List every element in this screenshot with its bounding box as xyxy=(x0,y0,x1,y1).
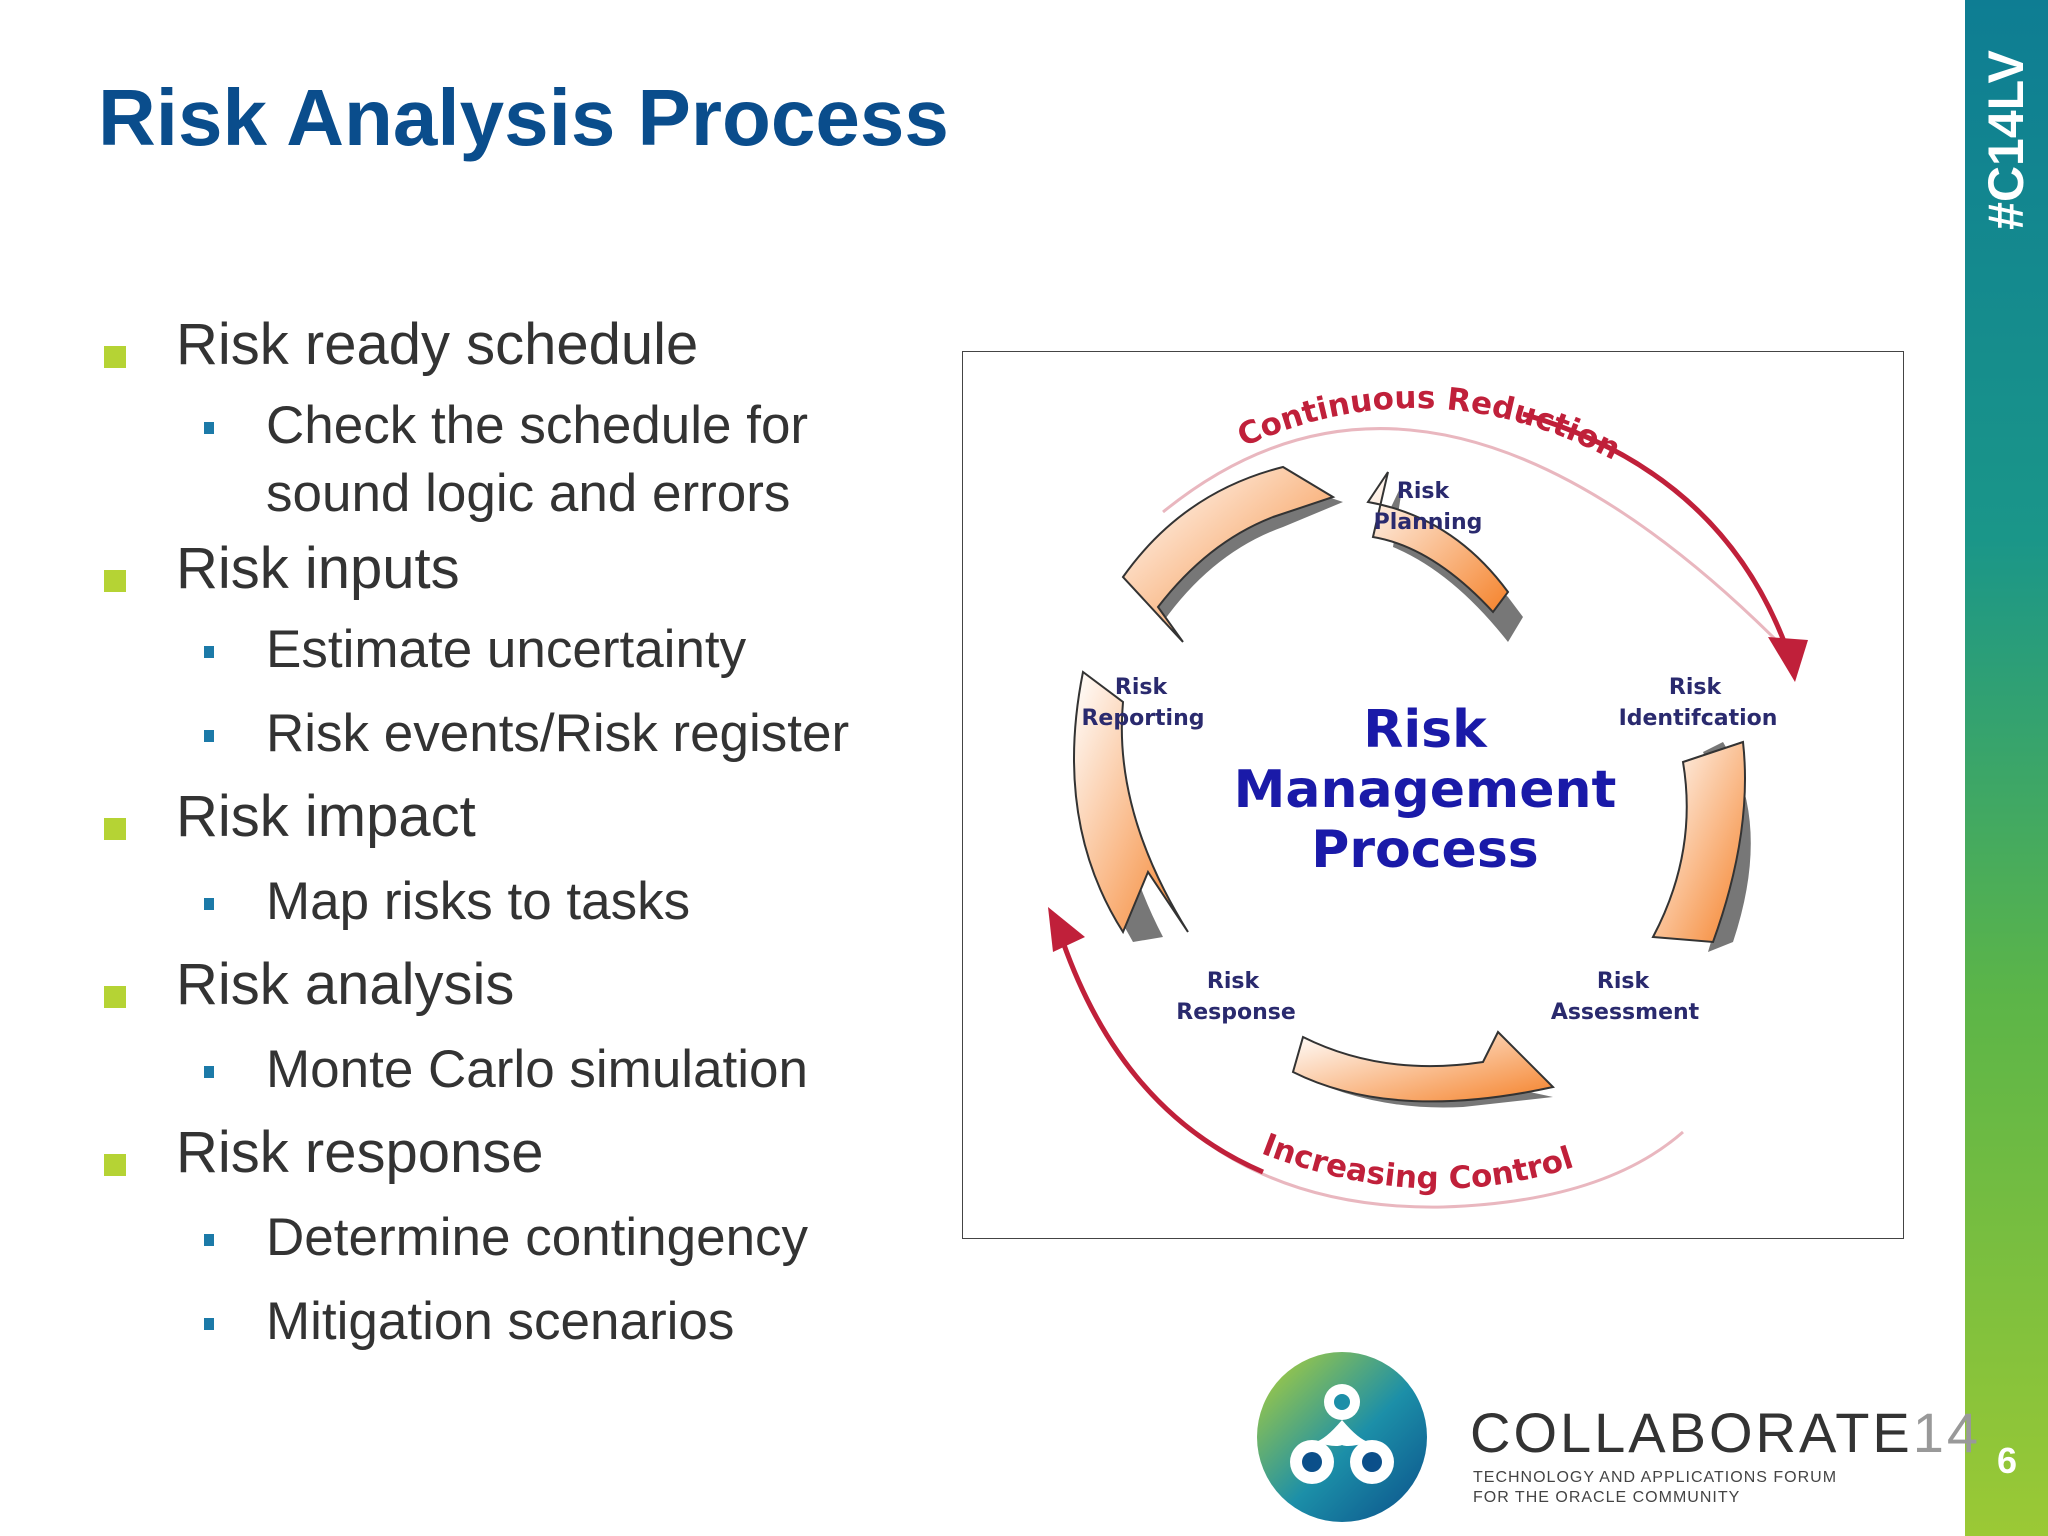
risk-cycle-diagram: Continuous Reduction Increasing Control xyxy=(962,351,1904,1239)
brand-tagline: TECHNOLOGY AND APPLICATIONS FORUM FOR TH… xyxy=(1473,1469,1838,1506)
sub-bullet-marker xyxy=(204,1066,214,1078)
step-response-line1: Risk xyxy=(1207,969,1261,994)
bottom-arrowhead xyxy=(1048,907,1085,952)
sub-bullet-marker xyxy=(204,422,214,434)
center-title-line3: Process xyxy=(1311,820,1538,880)
bullet-marker xyxy=(104,1154,126,1176)
sub-bullet-marker xyxy=(204,898,214,910)
top-arc-text: Continuous Reduction xyxy=(1232,380,1626,468)
cycle-svg: Continuous Reduction Increasing Control xyxy=(1048,380,1808,1209)
slide-title: Risk Analysis Process xyxy=(98,73,949,162)
arrow-segment-planning xyxy=(1366,471,1523,642)
sub-bullet-marker xyxy=(204,730,214,742)
bullet-list: Risk ready schedule Check the schedule f… xyxy=(98,312,928,1356)
bottom-arc-text: Increasing Control xyxy=(1258,1127,1578,1197)
sub-bullet-item: Map risks to tasks xyxy=(98,868,928,936)
bottom-arc-red xyxy=(1060,941,1264,1175)
step-identification-line2: Identifcation xyxy=(1619,706,1778,731)
sub-bullet-marker xyxy=(204,646,214,658)
center-title-line2: Management xyxy=(1234,760,1617,820)
arrow-segment-response xyxy=(1073,670,1189,942)
bullet-item: Risk analysis xyxy=(98,952,928,1018)
sub-bullet-marker xyxy=(204,1234,214,1246)
sub-bullet-item: Risk events/Risk register xyxy=(98,700,928,768)
step-planning-line2: Planning xyxy=(1374,510,1483,535)
page-number: 6 xyxy=(1996,1440,2018,1481)
arrow-segment-assessment xyxy=(1291,1030,1556,1108)
step-assessment-line1: Risk xyxy=(1597,969,1651,994)
top-arc-line xyxy=(1162,427,1790,654)
step-planning-line1: Risk xyxy=(1397,479,1451,504)
sub-bullet-item: Estimate uncertainty xyxy=(98,616,928,684)
bullet-marker xyxy=(104,986,126,1008)
bullet-item: Risk response xyxy=(98,1120,928,1186)
collaborate-logo xyxy=(1257,1352,1427,1522)
step-reporting-line2: Reporting xyxy=(1081,706,1204,731)
step-identification-line1: Risk xyxy=(1669,675,1723,700)
brand-name: COLLABORATE14 xyxy=(1470,1401,1982,1464)
hashtag-label: #C14LV xyxy=(1978,50,2034,230)
top-arrowhead xyxy=(1768,637,1808,682)
sidebar-band xyxy=(1965,0,2048,1536)
bullet-item: Risk ready schedule xyxy=(98,312,928,378)
sub-bullet-item: Determine contingency xyxy=(98,1204,928,1272)
bullet-item: Risk inputs xyxy=(98,536,928,602)
bullet-marker xyxy=(104,818,126,840)
arrow-segment-reporting xyxy=(1121,465,1343,643)
bullet-item: Risk impact xyxy=(98,784,928,850)
top-arc-red xyxy=(1522,411,1791,653)
step-reporting-line1: Risk xyxy=(1115,675,1169,700)
bullet-marker xyxy=(104,570,126,592)
sub-bullet-item: Monte Carlo simulation xyxy=(98,1036,928,1104)
arrow-segment-identification xyxy=(1651,740,1751,952)
center-title-line1: Risk xyxy=(1363,700,1488,760)
step-assessment-line2: Assessment xyxy=(1551,1000,1700,1025)
sub-bullet-item: Mitigation scenarios xyxy=(98,1288,928,1356)
sub-bullet-marker xyxy=(204,1318,214,1330)
sub-bullet-item: Check the schedule for sound logic and e… xyxy=(98,392,928,528)
bullet-marker xyxy=(104,346,126,368)
step-response-line2: Response xyxy=(1176,1000,1296,1025)
